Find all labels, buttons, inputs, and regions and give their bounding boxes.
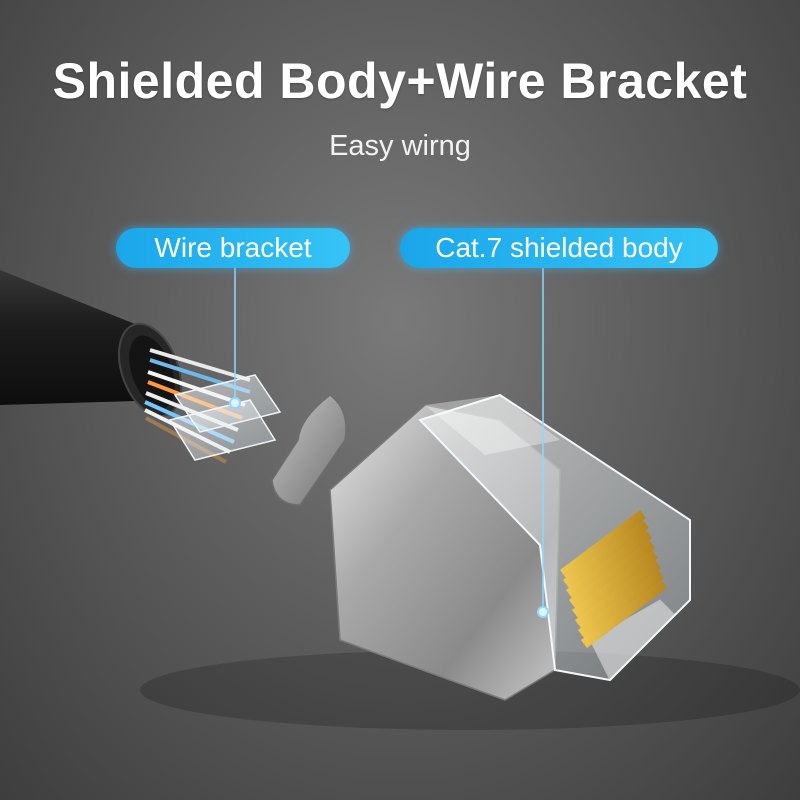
shield-clip — [271, 394, 347, 506]
wire-bracket — [168, 374, 282, 461]
callout-wire-bracket: Wire bracket — [116, 228, 350, 268]
wire-bracket-marker — [229, 397, 241, 409]
gold-contacts — [560, 510, 667, 648]
callout-shielded-body: Cat.7 shielded body — [400, 228, 718, 268]
shielded-body-marker — [537, 606, 549, 618]
page-subtitle: Easy wirng — [329, 130, 471, 162]
page-title: Shielded Body+Wire Bracket — [52, 53, 748, 109]
